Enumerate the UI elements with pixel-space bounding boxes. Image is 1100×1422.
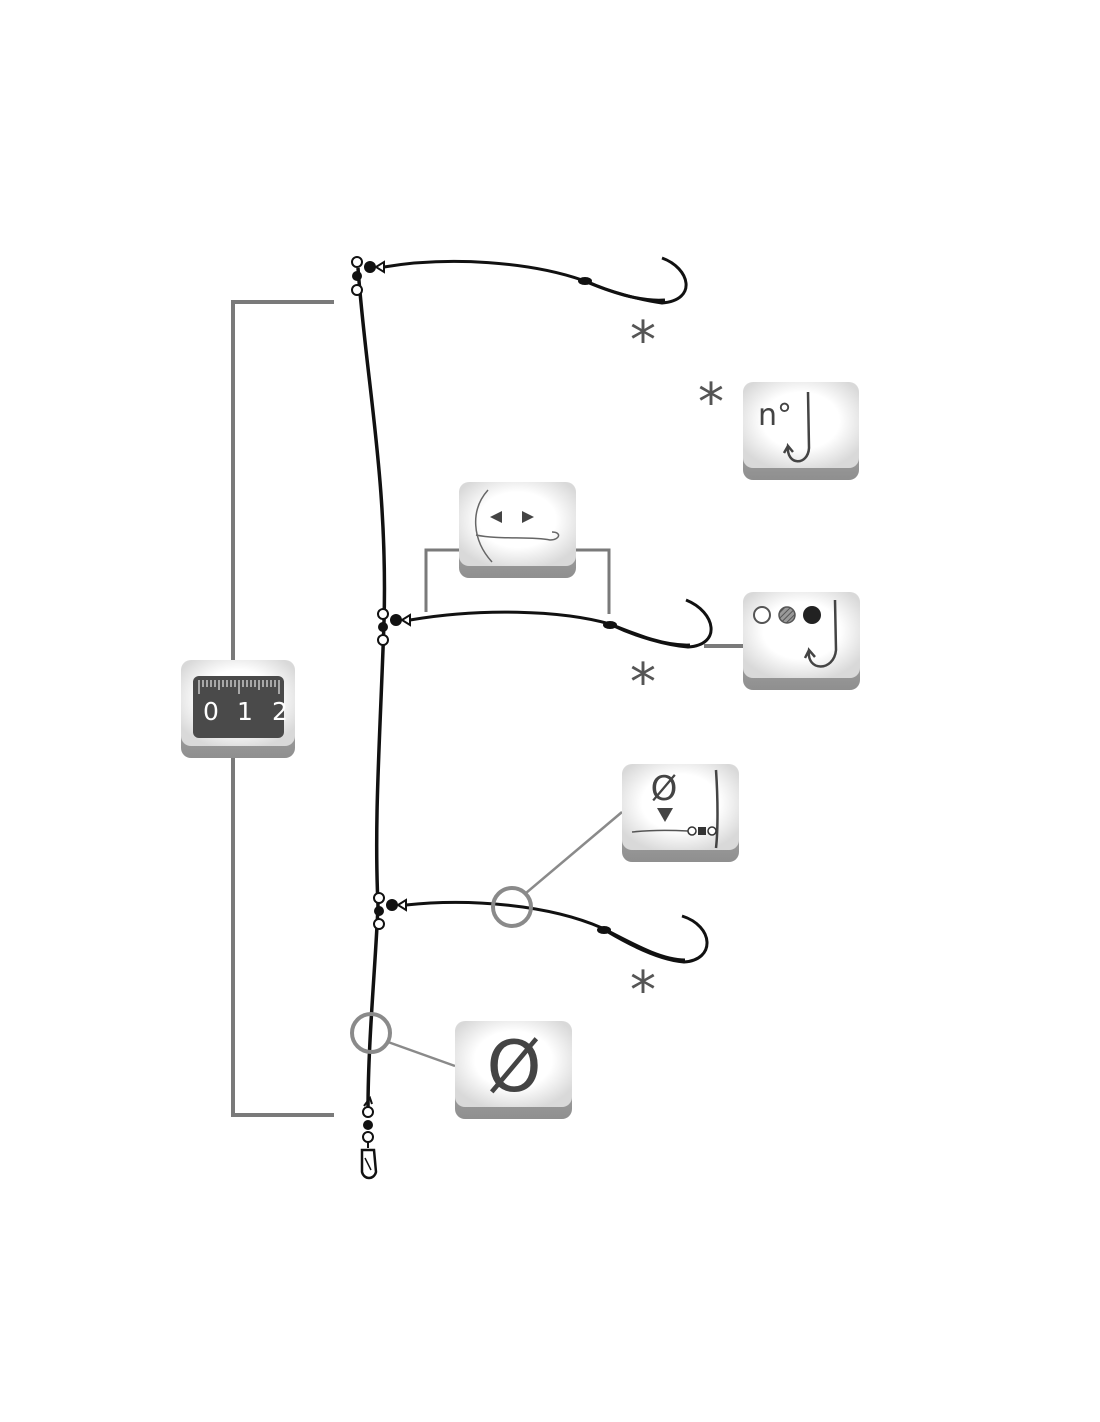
mainline-diameter-symbol: Ø: [486, 1026, 541, 1108]
snood-diameter-icon: [631, 769, 719, 849]
hook-number-tile[interactable]: n°: [743, 382, 859, 480]
ruler-tick-1: 1: [237, 697, 253, 726]
middle-hook-icon: [613, 598, 713, 649]
ruler-tick-0: 0: [203, 697, 219, 726]
snood-diameter-tile[interactable]: Ø: [622, 764, 739, 862]
bottom-dropper-swivel: [373, 892, 407, 930]
top-hook-asterisk: *: [630, 311, 656, 371]
ruler-icon: 0 1 2: [193, 676, 288, 738]
top-hook-icon: [587, 256, 688, 305]
snood-diameter-callout: [491, 811, 623, 928]
hook-color-tile[interactable]: [743, 592, 860, 690]
snood-length-tile[interactable]: [459, 482, 576, 578]
mainline-diameter-tile[interactable]: Ø: [455, 1021, 572, 1119]
total-length-bracket: [231, 300, 334, 1117]
middle-hook-asterisk: *: [630, 653, 656, 713]
hook-number-label: n°: [758, 398, 792, 433]
total-length-tile[interactable]: 0 1 2: [181, 660, 295, 758]
snood-length-bracket: [424, 548, 611, 614]
bottom-swivel-snap: [360, 1095, 378, 1180]
snood-diameter-symbol: Ø: [651, 769, 678, 809]
hook-size-icon: [782, 391, 811, 463]
snood-length-arrows-icon: [475, 489, 560, 563]
top-dropper-swivel: [351, 256, 385, 296]
bottom-hook-icon: [607, 914, 709, 964]
mainline-diameter-callout: [350, 1012, 456, 1068]
legend-asterisk: *: [698, 373, 724, 433]
ruler-tick-2: 2: [272, 697, 288, 726]
bottom-hook-asterisk: *: [630, 961, 656, 1021]
main-line: [356, 267, 387, 1111]
middle-dropper-swivel: [377, 608, 411, 646]
hook-color-options-icon: [753, 599, 838, 668]
